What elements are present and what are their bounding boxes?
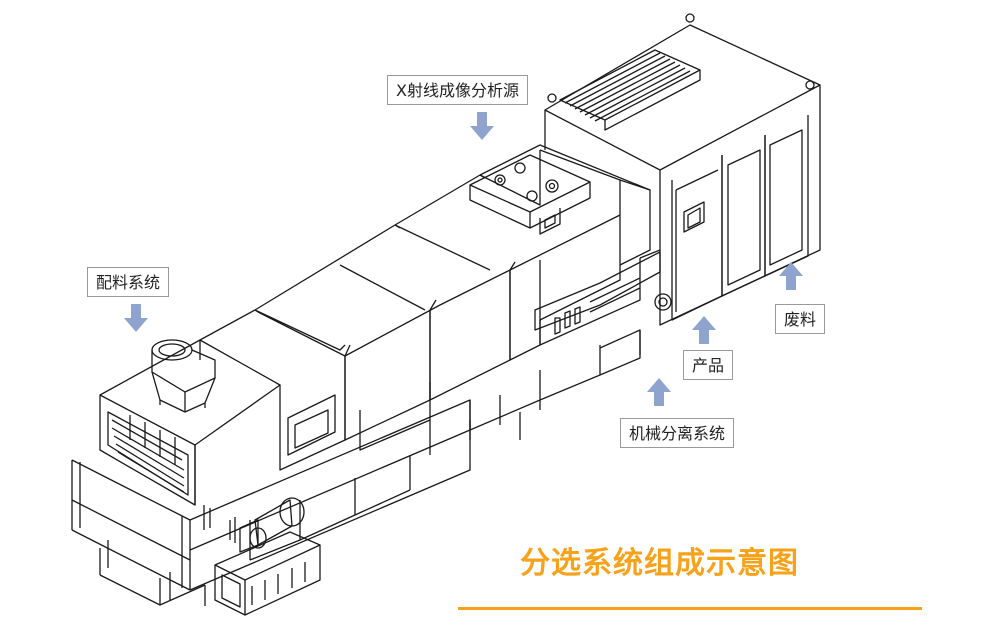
arrow-down-xray: [470, 112, 494, 140]
arrow-up-separation: [647, 378, 671, 406]
diagram-title: 分选系统组成示意图: [520, 546, 799, 581]
arrow-down-feeding: [124, 304, 148, 332]
label-xray-source: X射线成像分析源: [387, 75, 528, 105]
tunnel-body: [199, 144, 651, 471]
label-waste: 废料: [775, 304, 826, 334]
feed-chute: [151, 339, 216, 413]
motor-unit: [203, 497, 321, 616]
arrow-up-product: [692, 316, 716, 344]
label-product: 产品: [683, 350, 734, 380]
inlet-hood: [99, 339, 281, 506]
arrow-up-waste: [779, 262, 803, 290]
title-underline: [458, 607, 922, 610]
label-separation-system: 机械分离系统: [620, 418, 735, 448]
cabinet: [544, 13, 821, 326]
label-feeding-system: 配料系统: [87, 267, 170, 297]
support-frame: [71, 329, 641, 606]
arrows: [124, 112, 803, 406]
xray-box: [469, 154, 591, 235]
